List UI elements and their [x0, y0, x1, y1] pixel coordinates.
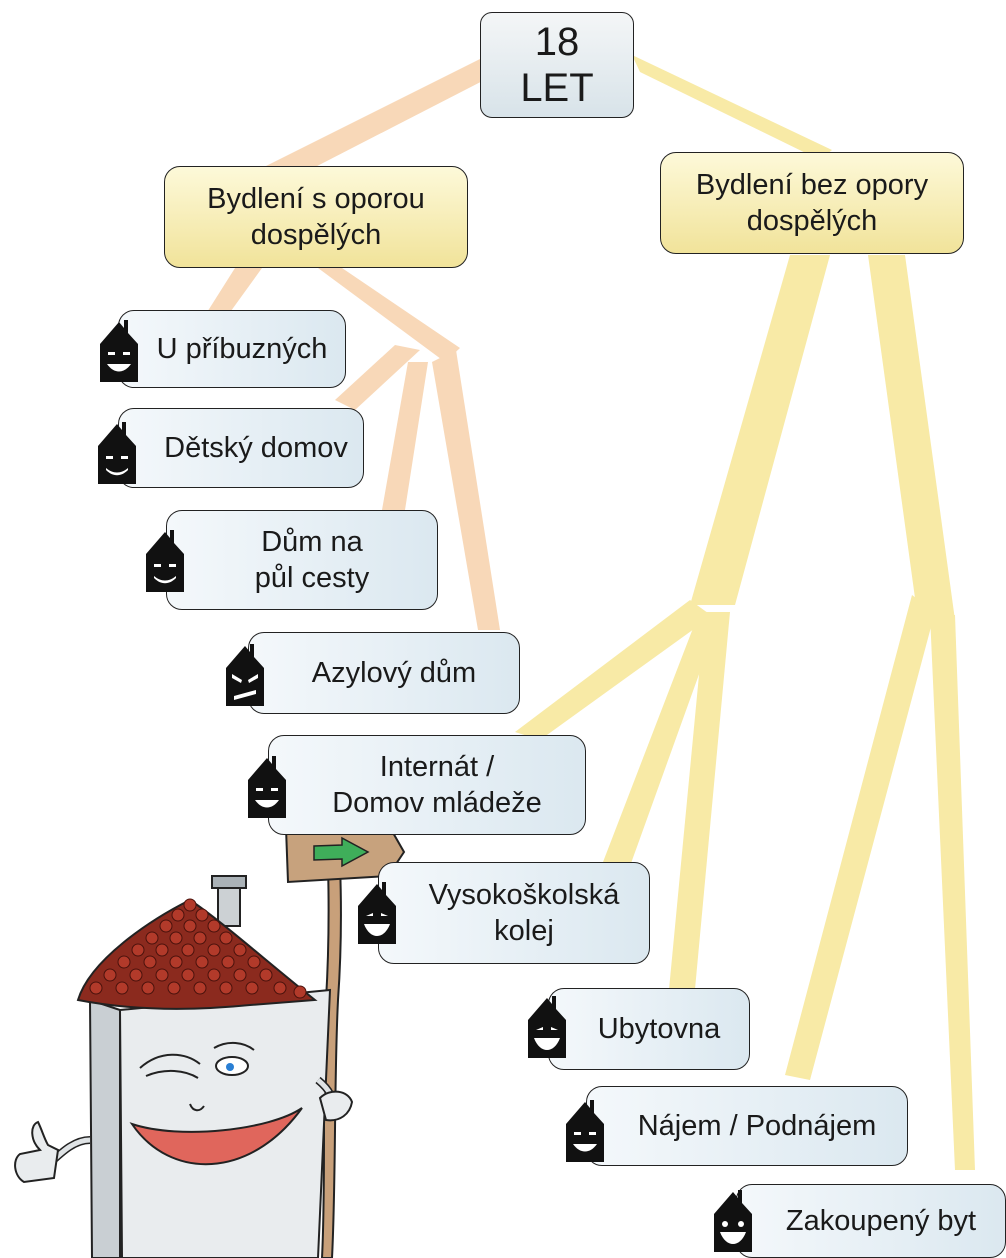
branch-with-adult-support: Bydlení s oporou dospělých [164, 166, 468, 268]
option-halfway-house: Dům na půl cesty [166, 510, 438, 610]
unsupported-branch-connectors [515, 55, 975, 1170]
house-mascot-illustration [14, 759, 406, 1258]
smiling-house-icon [248, 756, 286, 818]
option-childrens-home: Dětský domov [118, 408, 364, 488]
happy-house-icon [714, 1190, 752, 1252]
smiling-house-icon [146, 530, 184, 592]
smiling-house-icon [566, 1100, 604, 1162]
supported-branch-connectors [192, 55, 500, 630]
option-university-dorm: Vysokoškolská kolej [378, 862, 650, 964]
root-age-node: 18 LET [480, 12, 634, 118]
angry-house-icon [226, 644, 264, 706]
smiling-house-icon [98, 422, 136, 484]
branch-without-adult-support: Bydlení bez opory dospělých [660, 152, 964, 254]
laughing-house-icon [358, 882, 396, 944]
option-rent-sublet: Nájem / Podnájem [586, 1086, 908, 1166]
option-hostel: Ubytovna [548, 988, 750, 1070]
option-boarding-dormitory: Internát / Domov mládeže [268, 735, 586, 835]
smiling-house-icon [100, 320, 138, 382]
option-relatives: U příbuzných [118, 310, 346, 388]
option-asylum-shelter: Azylový dům [248, 632, 520, 714]
option-owned-flat: Zakoupený byt [736, 1184, 1006, 1258]
laughing-house-icon [528, 996, 566, 1058]
